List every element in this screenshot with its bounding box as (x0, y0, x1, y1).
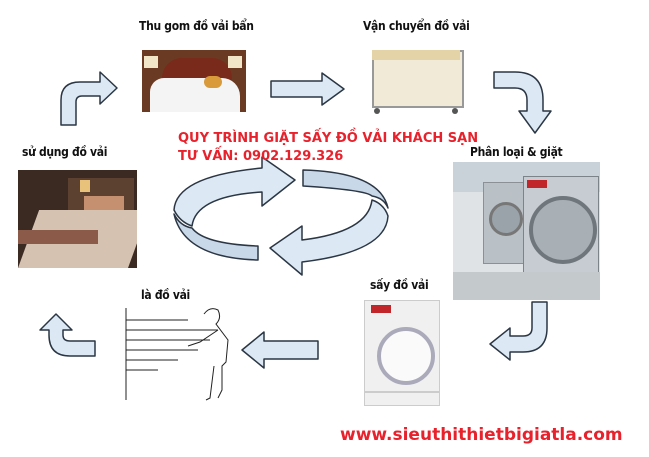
step-label-transport: Vận chuyển đồ vải (363, 19, 470, 33)
step-label-dry: sấy đồ vải (370, 278, 429, 292)
circular-arrow-bottom-icon (269, 199, 389, 276)
website-link[interactable]: www.sieuthithietbigiatla.com (340, 425, 623, 445)
step-label-sort-wash: Phân loại & giặt (470, 145, 563, 159)
dirty-bed-photo (142, 50, 246, 112)
curved-arrow-down-right-icon (493, 71, 552, 134)
step-label-iron: là đồ vải (141, 288, 190, 302)
washing-machines-photo (453, 162, 600, 300)
hotel-room-photo (18, 170, 137, 268)
circular-arrow-bottom-left-band-icon (173, 213, 259, 261)
process-title: QUY TRÌNH GIẶT SẤY ĐỒ VẢI KHÁCH SẠN (178, 131, 479, 146)
dryer-photo (364, 300, 440, 406)
arrow-right-icon (270, 72, 345, 106)
circular-arrow-top-icon (173, 156, 296, 227)
curved-arrow-up-right-icon (60, 71, 118, 126)
contact-phone: TƯ VẤN: 0902.129.326 (178, 149, 344, 164)
ironing-drawing (125, 308, 229, 401)
circular-arrow-top-right-band-icon (302, 169, 389, 209)
step-label-collect: Thu gom đồ vải bẩn (139, 19, 254, 33)
step-label-use: sử dụng đồ vải (22, 145, 108, 159)
curved-arrow-down-left-icon (489, 301, 548, 361)
curved-arrow-up-left-icon (39, 313, 96, 357)
arrow-left-icon (241, 331, 319, 369)
laundry-cart-photo (364, 44, 470, 116)
